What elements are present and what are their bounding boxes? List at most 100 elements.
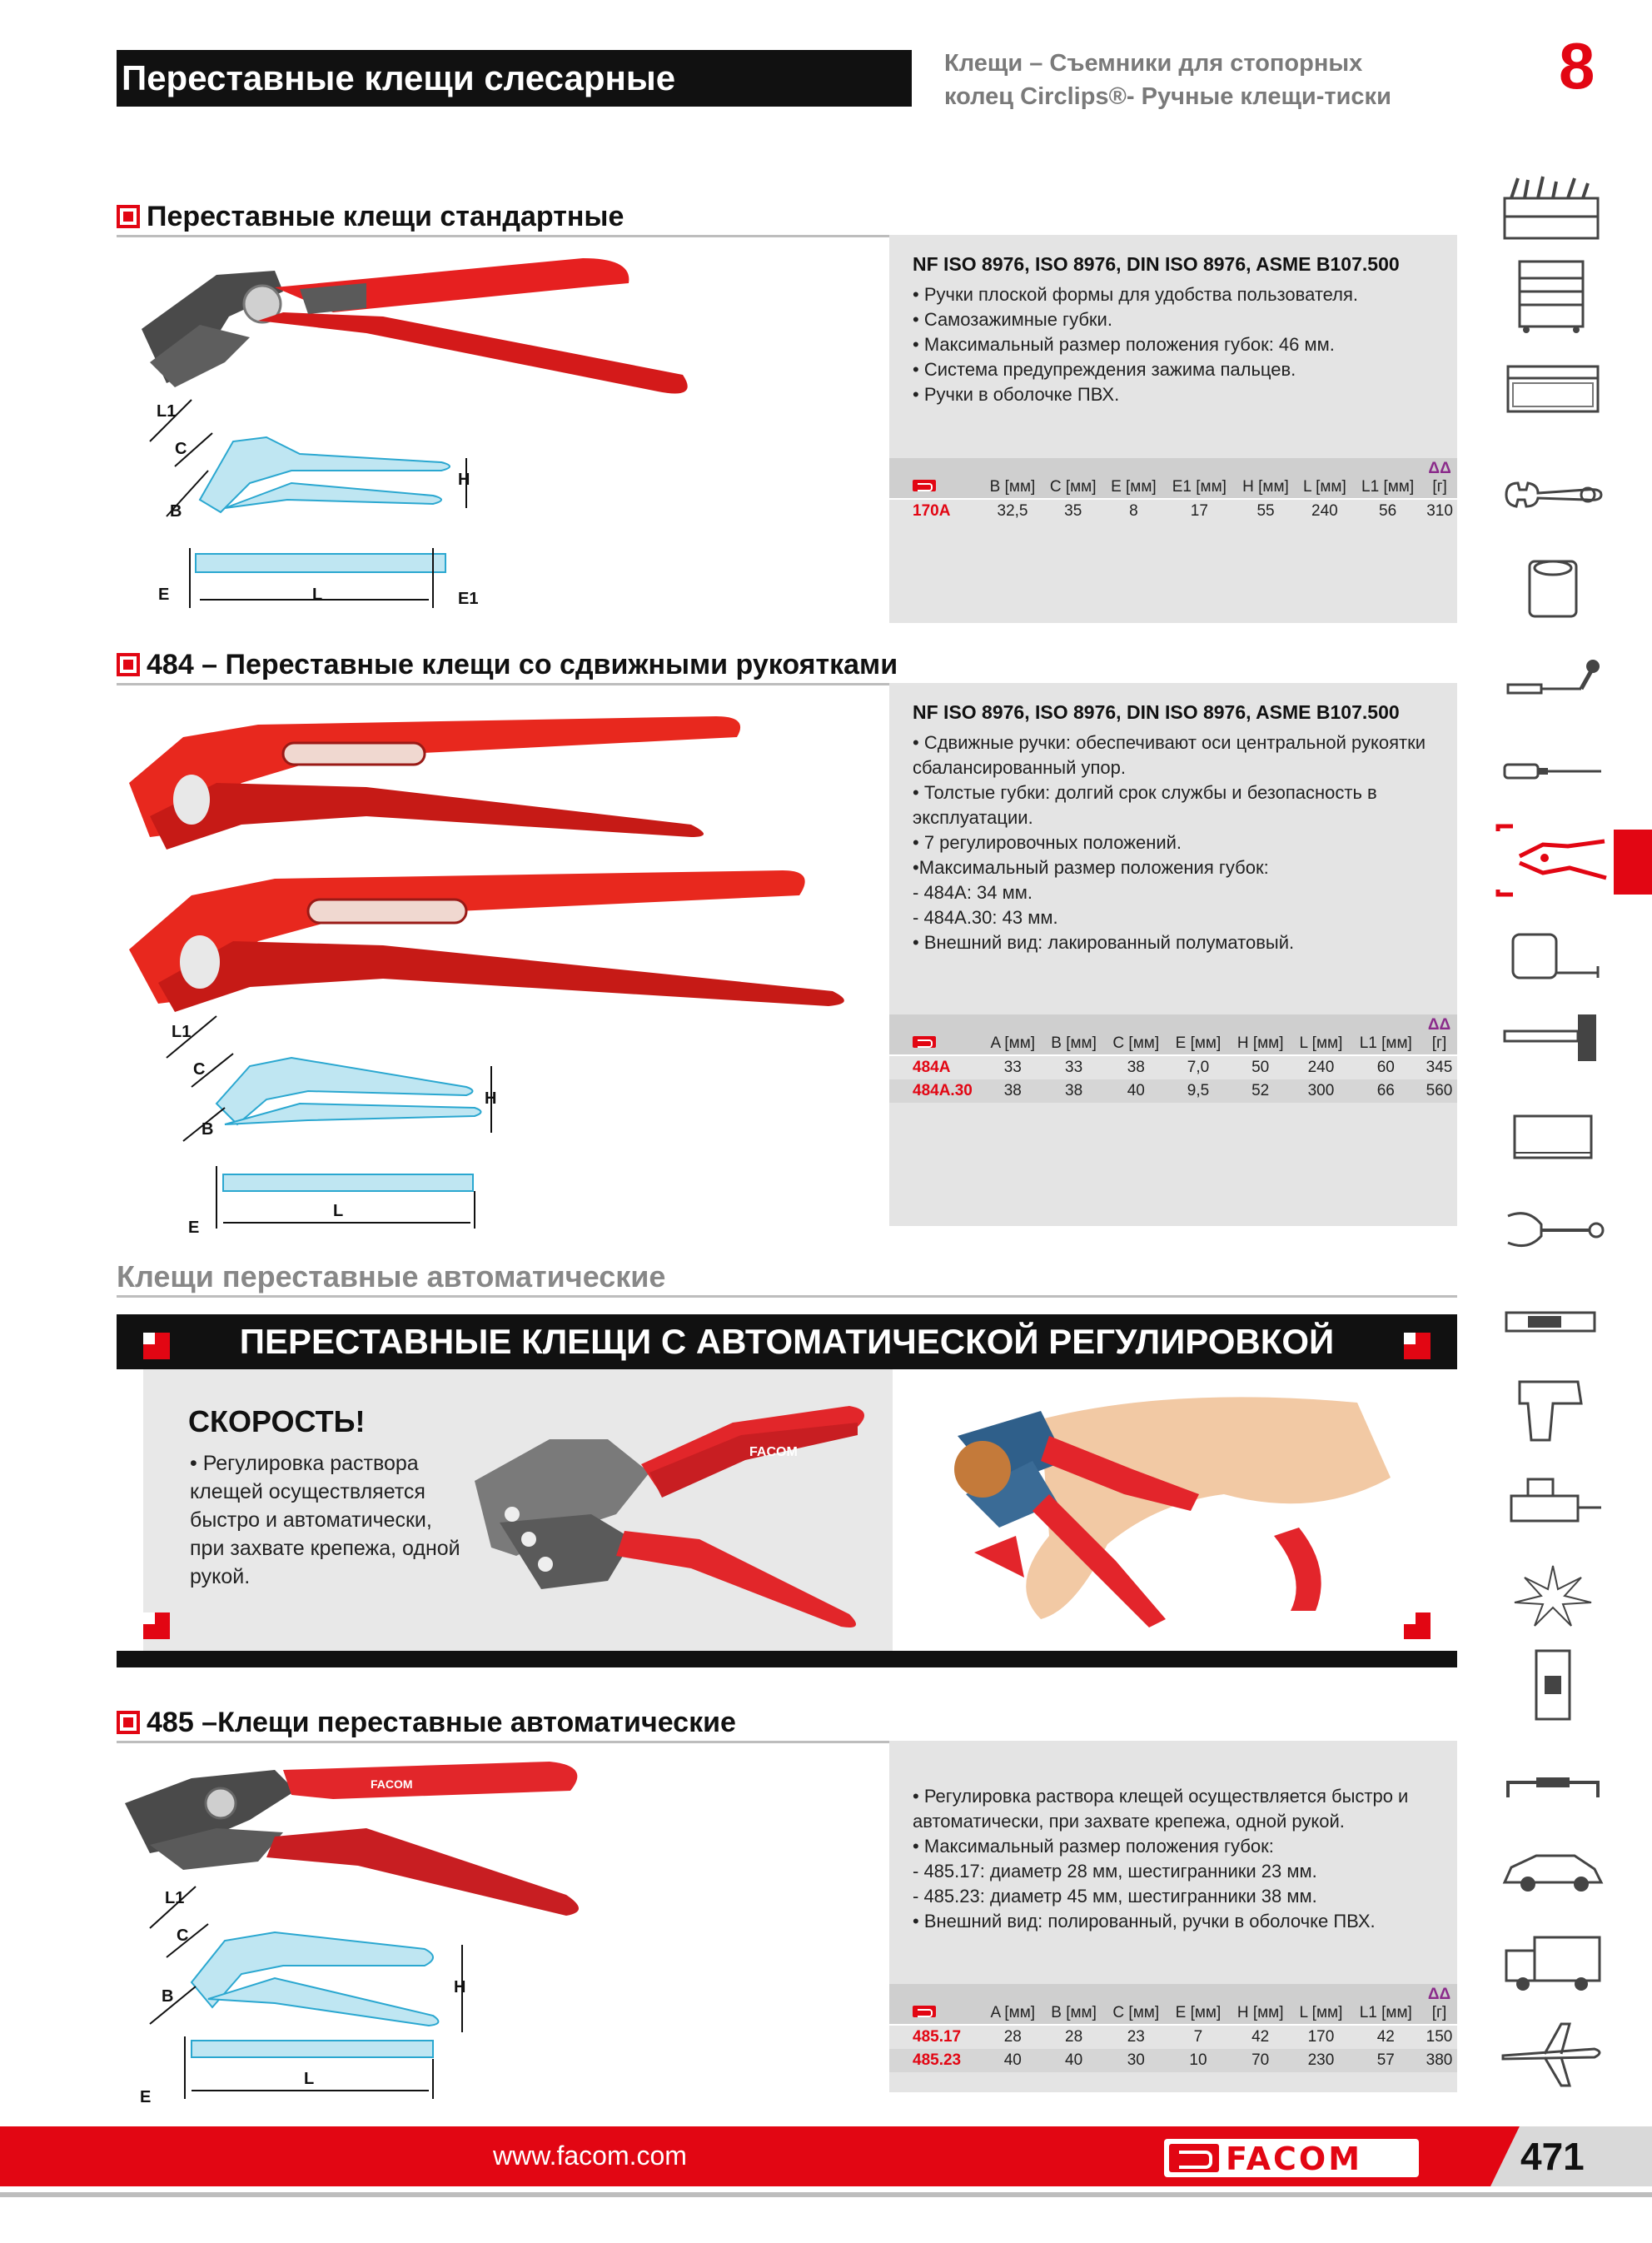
table-cell: 50 — [1251, 1059, 1270, 1076]
vise-icon[interactable] — [1495, 1466, 1611, 1541]
weight-icon: ΔΔ — [1428, 460, 1451, 477]
page-number-box — [1490, 2126, 1652, 2186]
feature-item: • 7 регулировочных положений. — [913, 832, 1182, 853]
feature-list: • Сдвижные ручки: обеспечивают оси центр… — [913, 730, 1441, 955]
hammer-icon[interactable] — [1495, 999, 1611, 1074]
table-cell: 52 — [1251, 1082, 1270, 1099]
feature-item: - 485.17: диаметр 28 мм, шестигранники 2… — [913, 1861, 1317, 1882]
table-cell: 66 — [1376, 1082, 1395, 1099]
feature-list: • Ручки плоской формы для удобства польз… — [913, 282, 1441, 407]
table-header: B [мм] — [1042, 1984, 1105, 2026]
weight-icon: ΔΔ — [1427, 1016, 1451, 1034]
spec-table-485: A [мм] B [мм] C [мм] E [мм] H [мм] L [мм… — [889, 1984, 1457, 2072]
dimension-diagram-485: L1 C B H E L — [140, 1886, 465, 2106]
dim-label-e: E — [140, 2088, 151, 2106]
truck-icon[interactable] — [1495, 1926, 1611, 2001]
table-cell: 35 — [1064, 502, 1082, 520]
table-row: 485.17 28 28 23 7 42 170 42 150 — [889, 2025, 1457, 2049]
airplane-icon[interactable] — [1495, 2016, 1611, 2091]
table-cell: 10 — [1189, 2051, 1207, 2069]
table-cell: 7,0 — [1187, 1059, 1210, 1076]
footer-url-link[interactable]: www.facom.com — [493, 2141, 687, 2171]
table-cell: 9,5 — [1187, 1082, 1210, 1099]
electrical-icon[interactable] — [1495, 1647, 1611, 1722]
weight-header: ΔΔ[г] — [1421, 1984, 1457, 2026]
feature-item: эксплуатации. — [913, 807, 1033, 828]
feature-item: • Внешний вид: полированный, ручки в обо… — [913, 1911, 1376, 1931]
table-cell: 33 — [1003, 1059, 1022, 1076]
table-cell: 33 — [1065, 1059, 1083, 1076]
wrench-icon[interactable] — [1495, 456, 1611, 531]
impact-wrench-icon[interactable] — [1495, 1370, 1611, 1445]
product-ref: 484A.30 — [913, 1082, 973, 1099]
dim-label-l: L — [304, 2070, 314, 2088]
tool-cabinet-icon[interactable] — [1495, 258, 1611, 333]
tester-icon[interactable] — [1495, 1283, 1611, 1358]
table-cell: 23 — [1127, 2028, 1145, 2046]
hacksaw-icon[interactable] — [1495, 1098, 1611, 1173]
puller-icon[interactable] — [1495, 1191, 1611, 1266]
table-cell: 40 — [1127, 1082, 1145, 1099]
product-ref: 170A — [913, 502, 951, 520]
table-cell: 70 — [1251, 2051, 1270, 2069]
feature-item: • Сдвижные ручки: обеспечивают оси центр… — [913, 732, 1426, 753]
feature-item: • Самозажимные губки. — [913, 309, 1112, 330]
feature-item: автоматически, при захвате крепежа, одно… — [913, 1811, 1345, 1832]
table-header: B [мм] — [983, 458, 1042, 500]
corner-marker-icon — [1404, 1333, 1431, 1359]
feature-item: - 484A.30: 43 мм. — [913, 907, 1058, 928]
table-cell: 56 — [1379, 502, 1397, 520]
table-cell: 560 — [1426, 1082, 1453, 1099]
product-ref: 485.17 — [913, 2028, 962, 2046]
table-header: A [мм] — [983, 1984, 1043, 2026]
table-cell: 310 — [1426, 502, 1453, 520]
toolbox-icon[interactable] — [1495, 173, 1611, 248]
feature-item: • Максимальный размер положения губок: 4… — [913, 334, 1335, 355]
car-icon[interactable] — [1495, 1832, 1611, 1907]
footer-divider — [0, 2192, 1652, 2197]
section-heading: 485 –Клещи переставные автоматические — [117, 1704, 736, 1741]
dim-label-c: C — [175, 440, 187, 458]
table-cell: 38 — [1127, 1059, 1145, 1076]
table-header: L [мм] — [1296, 458, 1353, 500]
table-header: L1 [мм] — [1350, 1014, 1421, 1056]
table-cell: 57 — [1376, 2051, 1395, 2069]
table-cell: 300 — [1307, 1082, 1335, 1099]
handle-icon[interactable] — [1495, 1749, 1611, 1824]
table-cell: 240 — [1311, 502, 1338, 520]
dimension-diagram-484: L1 C B H E L — [166, 1015, 496, 1237]
facom-ref-icon — [889, 1984, 983, 2026]
dim-label-h: H — [485, 1089, 496, 1108]
tool-case-icon[interactable] — [1495, 350, 1611, 425]
safety-icon[interactable] — [1495, 1558, 1611, 1632]
facom-logo-icon — [1169, 2144, 1219, 2172]
weight-header: ΔΔ[г] — [1422, 458, 1457, 500]
section-divider — [117, 1295, 1457, 1298]
feature-item: • Система предупреждения зажима пальцев. — [913, 359, 1296, 380]
screwdriver-icon[interactable] — [1495, 733, 1611, 808]
dim-label-e: E — [158, 586, 169, 604]
product-info-box-170a: NF ISO 8976, ISO 8976, DIN ISO 8976, ASM… — [889, 235, 1457, 623]
table-row: 170A 32,5 35 8 17 55 240 56 310 — [889, 499, 1457, 523]
table-cell: 38 — [1003, 1082, 1022, 1099]
dim-label-h: H — [458, 471, 470, 489]
hand-using-pliers-image — [954, 1397, 1391, 1627]
table-header: E [мм] — [1167, 1014, 1229, 1056]
socket-icon[interactable] — [1495, 551, 1611, 626]
feature-item: - 484A: 34 мм. — [913, 882, 1032, 903]
section-marker-icon — [117, 1711, 140, 1734]
dim-label-b: B — [202, 1120, 213, 1139]
table-header: E [мм] — [1167, 1984, 1229, 2026]
feature-item: • Толстые губки: долгий срок службы и бе… — [913, 782, 1377, 803]
facom-ref-icon — [889, 1014, 983, 1056]
table-header: A [мм] — [983, 1014, 1043, 1056]
dimension-diagram-170a: L1 C B H E L E1 — [149, 399, 478, 608]
table-cell: 170 — [1307, 2028, 1335, 2046]
chapter-number: 8 — [1559, 29, 1595, 102]
pliers-icon[interactable] — [1495, 823, 1611, 898]
product-info-box-485: • Регулировка раствора клещей осуществля… — [889, 1741, 1457, 2092]
tape-measure-icon[interactable] — [1495, 915, 1611, 989]
corner-marker-icon — [1404, 1612, 1431, 1639]
feature-item: • Внешний вид: лакированный полуматовый. — [913, 932, 1295, 953]
ratchet-icon[interactable] — [1495, 648, 1611, 723]
